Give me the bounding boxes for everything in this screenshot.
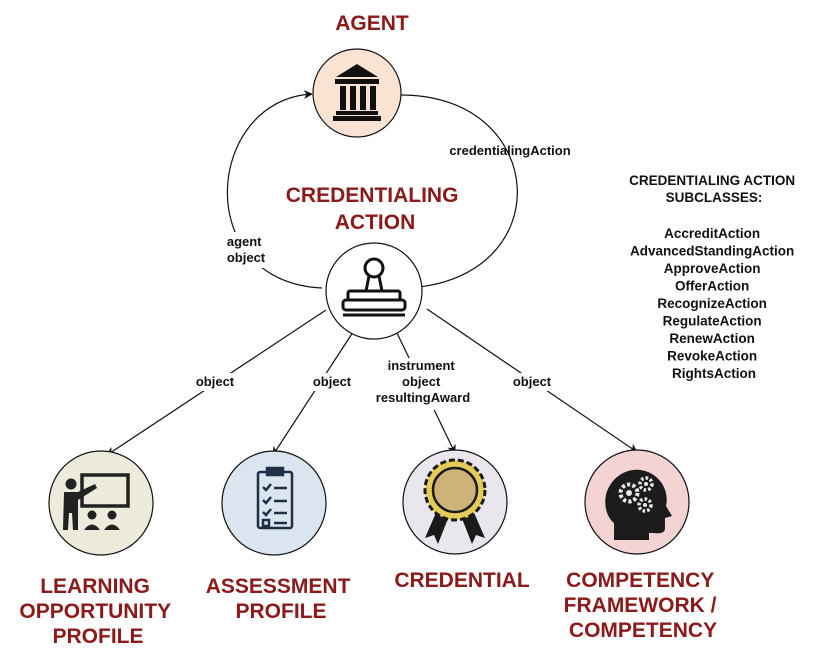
learning-opportunity-node: LEARNING OPPORTUNITY PROFILE <box>19 450 176 648</box>
subclass-item: AdvancedStandingAction <box>630 244 794 259</box>
edge-label-credentialing-action: credentialingAction <box>449 143 570 158</box>
subclass-item: ApproveAction <box>664 261 761 276</box>
subclasses-panel: CREDENTIALING ACTION SUBCLASSES: Accredi… <box>629 173 799 381</box>
credential-node: CREDENTIAL <box>394 449 530 592</box>
learning-opportunity-title: LEARNING OPPORTUNITY PROFILE <box>19 575 176 648</box>
edge-label-credential: instrument object resultingAward <box>373 358 475 410</box>
subclass-item: RightsAction <box>672 366 756 381</box>
agent-title: AGENT <box>335 12 409 35</box>
subclasses-list: AccreditAction AdvancedStandingAction Ap… <box>630 226 798 381</box>
edge-label-object-learning: object <box>190 373 240 391</box>
svg-text:object: object <box>196 374 235 389</box>
head-gears-icon <box>605 469 672 540</box>
svg-text:object: object <box>313 374 352 389</box>
edge-to-assessment <box>272 328 356 456</box>
svg-text:instrument object: instrument object resultingAward <box>376 358 470 405</box>
credentialing-action-title: CREDENTIALING ACTION <box>286 184 465 234</box>
edge-agent-to-action <box>400 94 518 293</box>
subclass-item: RenewAction <box>669 331 755 346</box>
subclasses-heading: CREDENTIALING ACTION SUBCLASSES: <box>629 173 799 205</box>
edge-action-to-agent <box>226 89 323 289</box>
award-badge-icon <box>423 458 487 544</box>
svg-text:object: object <box>513 374 552 389</box>
edge-label-object-assessment: object <box>307 373 357 391</box>
edge-label-agent-object: agent object <box>222 232 270 268</box>
rubber-stamp-icon <box>341 257 407 317</box>
svg-text:agent object: agent object <box>227 234 266 265</box>
subclass-item: OfferAction <box>675 279 749 294</box>
assessment-profile-title: ASSESSMENT PROFILE <box>206 575 357 623</box>
institution-building-icon <box>333 64 381 121</box>
credentialing-action-node: CREDENTIALING ACTION <box>286 184 465 340</box>
credential-title: CREDENTIAL <box>394 569 530 592</box>
agent-node: AGENT <box>312 12 409 138</box>
competency-node: COMPETENCY FRAMEWORK / COMPETENCY <box>564 449 723 642</box>
assessment-circle <box>221 450 327 556</box>
clipboard-checklist-icon <box>256 466 294 530</box>
subclass-item: RecognizeAction <box>657 296 767 311</box>
competency-title: COMPETENCY FRAMEWORK / COMPETENCY <box>564 569 723 642</box>
subclass-item: RegulateAction <box>663 314 762 329</box>
teacher-presentation-icon <box>63 473 130 530</box>
assessment-profile-node: ASSESSMENT PROFILE <box>206 450 357 623</box>
subclass-item: AccreditAction <box>664 226 760 241</box>
edge-label-object-competency: object <box>507 373 557 391</box>
agent-circle <box>312 48 402 138</box>
subclass-item: RevokeAction <box>667 349 757 364</box>
